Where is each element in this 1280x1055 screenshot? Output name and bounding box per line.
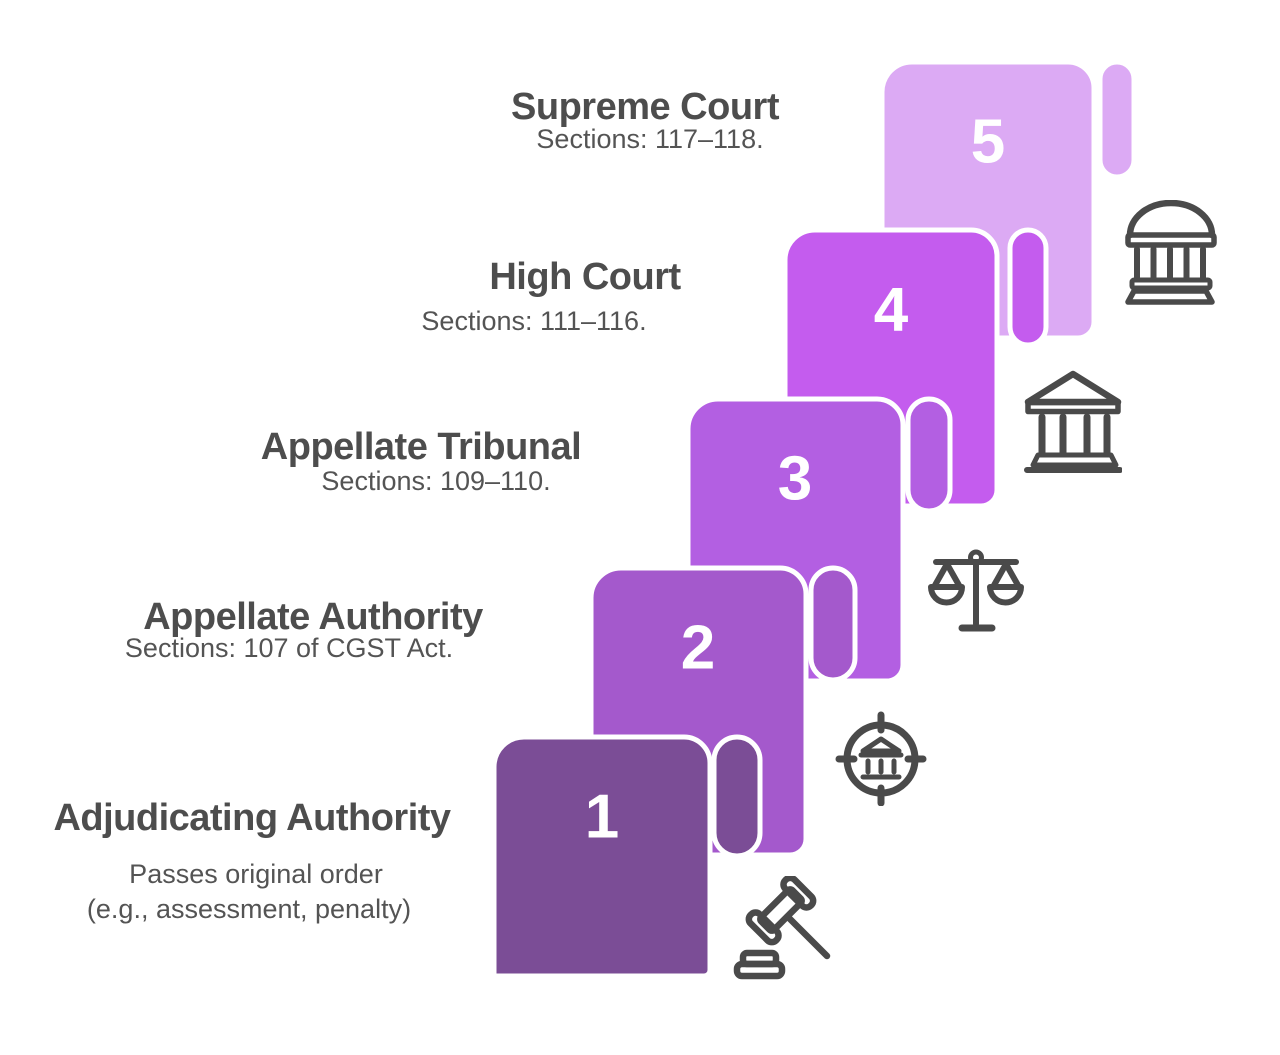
domed-courthouse-icon (1125, 200, 1217, 305)
step-3-title: Appellate Tribunal (260, 426, 582, 468)
step-1-subtitle-line-2: (e.g., assessment, penalty) (86, 894, 412, 924)
step-4-number: 4 (874, 276, 909, 345)
gavel-icon (733, 876, 831, 980)
step-5-subtitle: Sections: 117–118. (536, 124, 764, 154)
target-ring (835, 711, 927, 806)
step-4-subtitle: Sections: 111–116. (421, 306, 647, 336)
step-1-roll (711, 734, 763, 859)
step-1-face (491, 734, 713, 979)
step-5-number: 5 (971, 108, 1005, 177)
courthouse-icon (1024, 370, 1122, 473)
step-4-roll (1007, 227, 1049, 348)
step-1-title: Adjudicating Authority (53, 797, 451, 839)
step-3-number: 3 (778, 445, 812, 514)
step-2-number: 2 (681, 614, 715, 683)
step-4-title: High Court (489, 256, 681, 298)
building-glyph (858, 736, 904, 780)
step-2-roll (808, 565, 858, 683)
step-3-roll (905, 396, 953, 514)
step-2-title: Appellate Authority (143, 596, 483, 638)
scales-of-justice-icon (928, 549, 1024, 632)
step-5-roll (1097, 59, 1137, 180)
domed-courthouse-shapes (1125, 200, 1217, 305)
gavel-shapes (733, 876, 831, 980)
step-5-title: Supreme Court (511, 86, 779, 128)
step-2-subtitle: Sections: 107 of CGST Act. (124, 633, 454, 663)
step-3-subtitle: Sections: 109–110. (321, 466, 551, 496)
step-1-number: 1 (585, 783, 619, 852)
scales-shapes (928, 549, 1024, 632)
courthouse-shapes (1024, 370, 1122, 473)
target-building-icon (835, 711, 927, 806)
step-1-subtitle-line-1: Passes original order (129, 859, 383, 889)
step-1-ribbon: 1 (491, 734, 763, 979)
